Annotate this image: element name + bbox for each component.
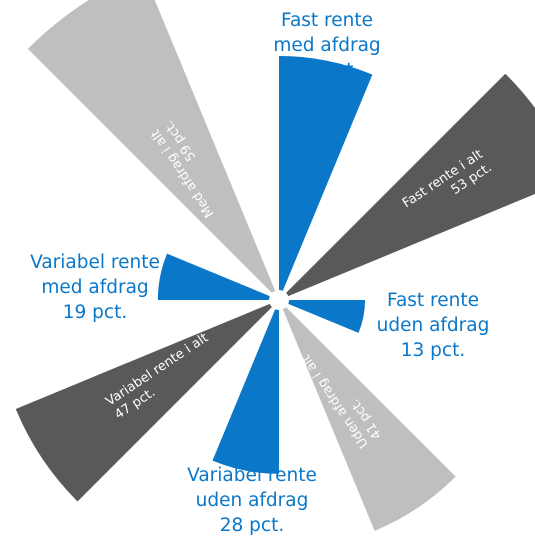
wedges-group	[15, 0, 535, 531]
wedge-variabel-rente-uden-afdrag	[212, 309, 279, 474]
wedge-variabel-rente-i-alt	[15, 303, 272, 502]
wedge-med-afdrag-i-alt	[27, 0, 276, 293]
wedge-uden-afdrag-i-alt	[282, 307, 456, 531]
wedge-variabel-rente-med-afdrag	[157, 253, 270, 300]
wedge-fast-rente-uden-afdrag	[288, 300, 366, 333]
wedge-fast-rente-med-afdrag	[279, 56, 373, 291]
wedge-fast-rente-i-alt	[286, 73, 535, 297]
